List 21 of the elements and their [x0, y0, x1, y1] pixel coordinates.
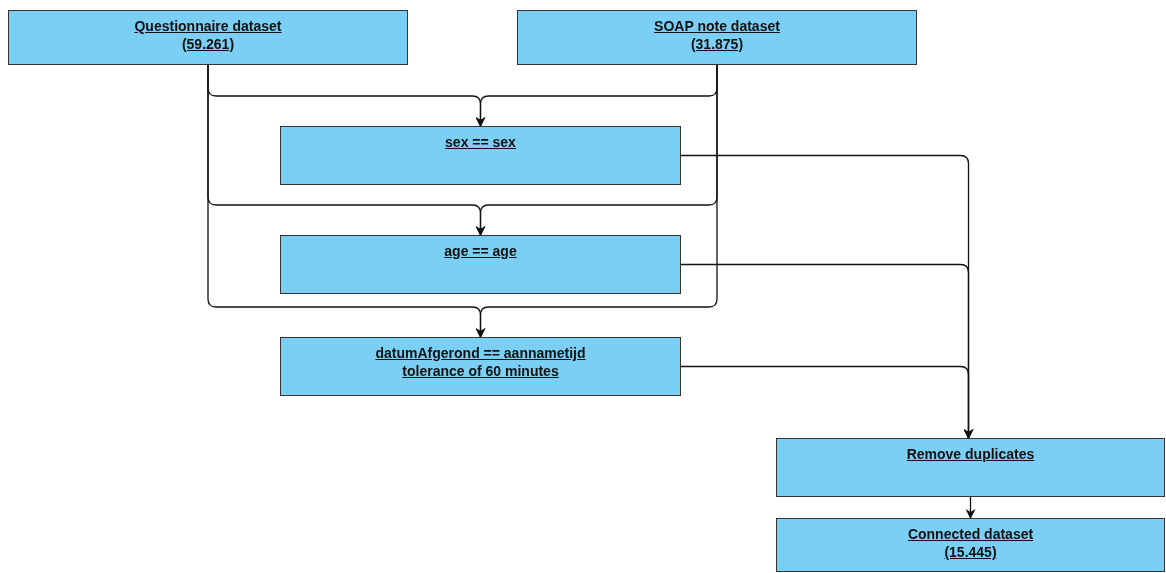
box-label: (59.261) [181, 35, 235, 53]
box-label: SOAP note dataset [654, 17, 780, 35]
arrow [475, 64, 718, 338]
process-box [776, 438, 1165, 497]
process-box [280, 126, 681, 185]
arrow [680, 365, 974, 439]
process-box [517, 10, 917, 65]
box-label: Connected dataset [907, 525, 1034, 543]
box-label: datumAfgerond == aannametijd [375, 344, 586, 362]
box-label: Questionnaire dataset [134, 17, 282, 35]
process-box [8, 10, 408, 65]
process-box [280, 235, 681, 294]
box-label: age == age [444, 242, 517, 260]
box-label: Remove duplicates [906, 445, 1035, 463]
box-label: (15.445) [944, 543, 997, 561]
box-label: (31.875) [690, 35, 744, 53]
box-label: tolerance of 60 minutes [402, 362, 559, 380]
box-label: sex == sex [445, 133, 516, 151]
arrow [965, 496, 976, 519]
process-box [776, 518, 1165, 572]
process-box [280, 337, 681, 396]
